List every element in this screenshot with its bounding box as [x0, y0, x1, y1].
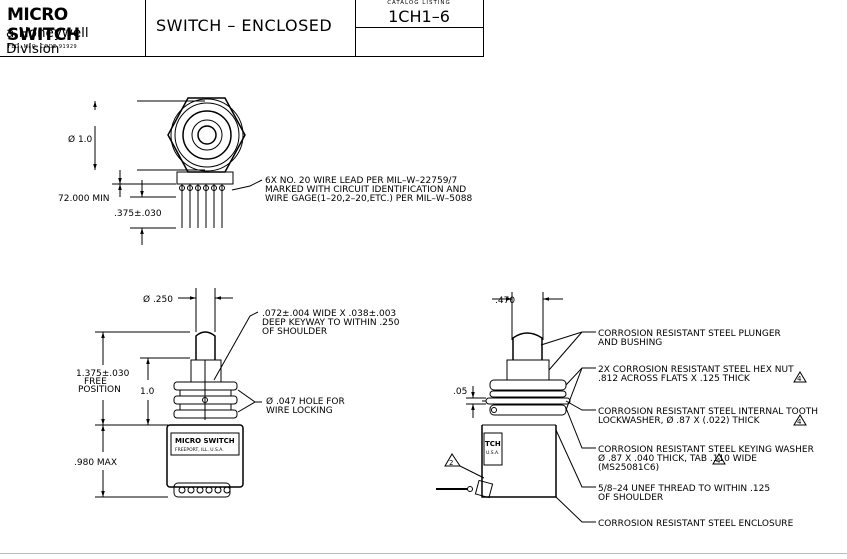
- callout-4-line-2: Ø .87 X .040 THICK, TAB .110 WIDE: [598, 453, 757, 464]
- side-view: [436, 292, 807, 523]
- hole-note-1: Ø .047 HOLE FOR: [266, 396, 345, 407]
- brand-cell: MICRO SWITCH a Honeywell Division FED. M…: [0, 0, 146, 57]
- body-label-city: FREEPORT, ILL. U.S.A.: [175, 447, 224, 453]
- keyway-note-3: OF SHOULDER: [262, 327, 327, 337]
- plunger-dia-dim: Ø .250: [143, 294, 173, 305]
- front-view: [95, 288, 262, 498]
- wire-note-3: WIRE GAGE(1–20,2–20,ETC.) PER MIL–W–5088: [265, 194, 472, 204]
- page-bottom-rule: [0, 553, 847, 554]
- callout-3-flag: 4: [797, 418, 802, 426]
- callout-1-line-2: AND BUSHING: [598, 338, 662, 348]
- brand-logo: MICRO SWITCH: [7, 5, 80, 45]
- callout-4-line-3: (MS25081C6): [598, 463, 659, 473]
- hole-note-2: WIRE LOCKING: [266, 406, 333, 416]
- top-dia-dim: Ø 1.0: [68, 134, 93, 145]
- pin-dim: .375±.030: [114, 209, 162, 219]
- dim-470: .470: [495, 296, 515, 306]
- catalog-number: 1CH1–6: [388, 7, 450, 26]
- top-view: [93, 97, 263, 245]
- dim-1-0: 1.0: [140, 387, 155, 397]
- callout-5-line-2: OF SHOULDER: [598, 493, 663, 503]
- title-cell: SWITCH – ENCLOSED: [145, 0, 356, 56]
- catalog-label: CATALOG LISTING: [387, 0, 451, 6]
- free-pos-3: POSITION: [78, 385, 121, 395]
- callout-3-line-1: CORROSION RESISTANT STEEL INTERNAL TOOTH: [598, 407, 818, 417]
- title-block: MICRO SWITCH a Honeywell Division FED. M…: [0, 0, 484, 57]
- callout-6-line-1: CORROSION RESISTANT STEEL ENCLOSURE: [598, 519, 794, 529]
- callout-1-line-1: CORROSION RESISTANT STEEL PLUNGER: [598, 329, 781, 339]
- callout-2-line-1: 2X CORROSION RESISTANT STEEL HEX NUT: [598, 365, 794, 375]
- division-text: a Honeywell Division: [6, 25, 89, 57]
- wire-note-2: MARKED WITH CIRCUIT IDENTIFICATION AND: [265, 185, 466, 195]
- dim-05: .05: [453, 387, 467, 397]
- callout-3-line-2: LOCKWASHER, Ø .87 X (.022) THICK: [598, 415, 761, 426]
- body-label-brand: MICRO SWITCH: [175, 437, 235, 445]
- side-body-text-1: TCH: [485, 440, 501, 448]
- drawing-title: SWITCH – ENCLOSED: [156, 16, 333, 35]
- callout-2-flag: 4: [797, 375, 802, 383]
- lead-length-dim: 72.000 MIN: [58, 194, 110, 204]
- callout-5-line-1: 5/8–24 UNEF THREAD TO WITHIN .125: [598, 484, 770, 494]
- callout-4-flag: 4: [716, 457, 721, 465]
- flag-2: 2: [449, 459, 453, 467]
- fed-code: FED. MFG. CODE 91929: [8, 44, 78, 50]
- free-pos-2: FREE: [84, 377, 107, 387]
- callout-2-line-2: .812 ACROSS FLATS X .125 THICK: [598, 374, 751, 384]
- catalog-divider: [355, 27, 483, 28]
- side-body-text-2: U.S.A.: [486, 450, 499, 456]
- max-dim: .980 MAX: [74, 458, 117, 468]
- keyway-note-2: DEEP KEYWAY TO WITHIN .250: [262, 318, 400, 328]
- catalog-cell: CATALOG LISTING 1CH1–6: [355, 0, 484, 56]
- callout-4-line-1: CORROSION RESISTANT STEEL KEYING WASHER: [598, 445, 814, 455]
- keyway-note-1: .072±.004 WIDE X .038±.003: [262, 309, 396, 319]
- free-pos-1: 1.375±.030: [76, 369, 130, 379]
- wire-note-1: 6X NO. 20 WIRE LEAD PER MIL–W–22759/7: [265, 176, 457, 186]
